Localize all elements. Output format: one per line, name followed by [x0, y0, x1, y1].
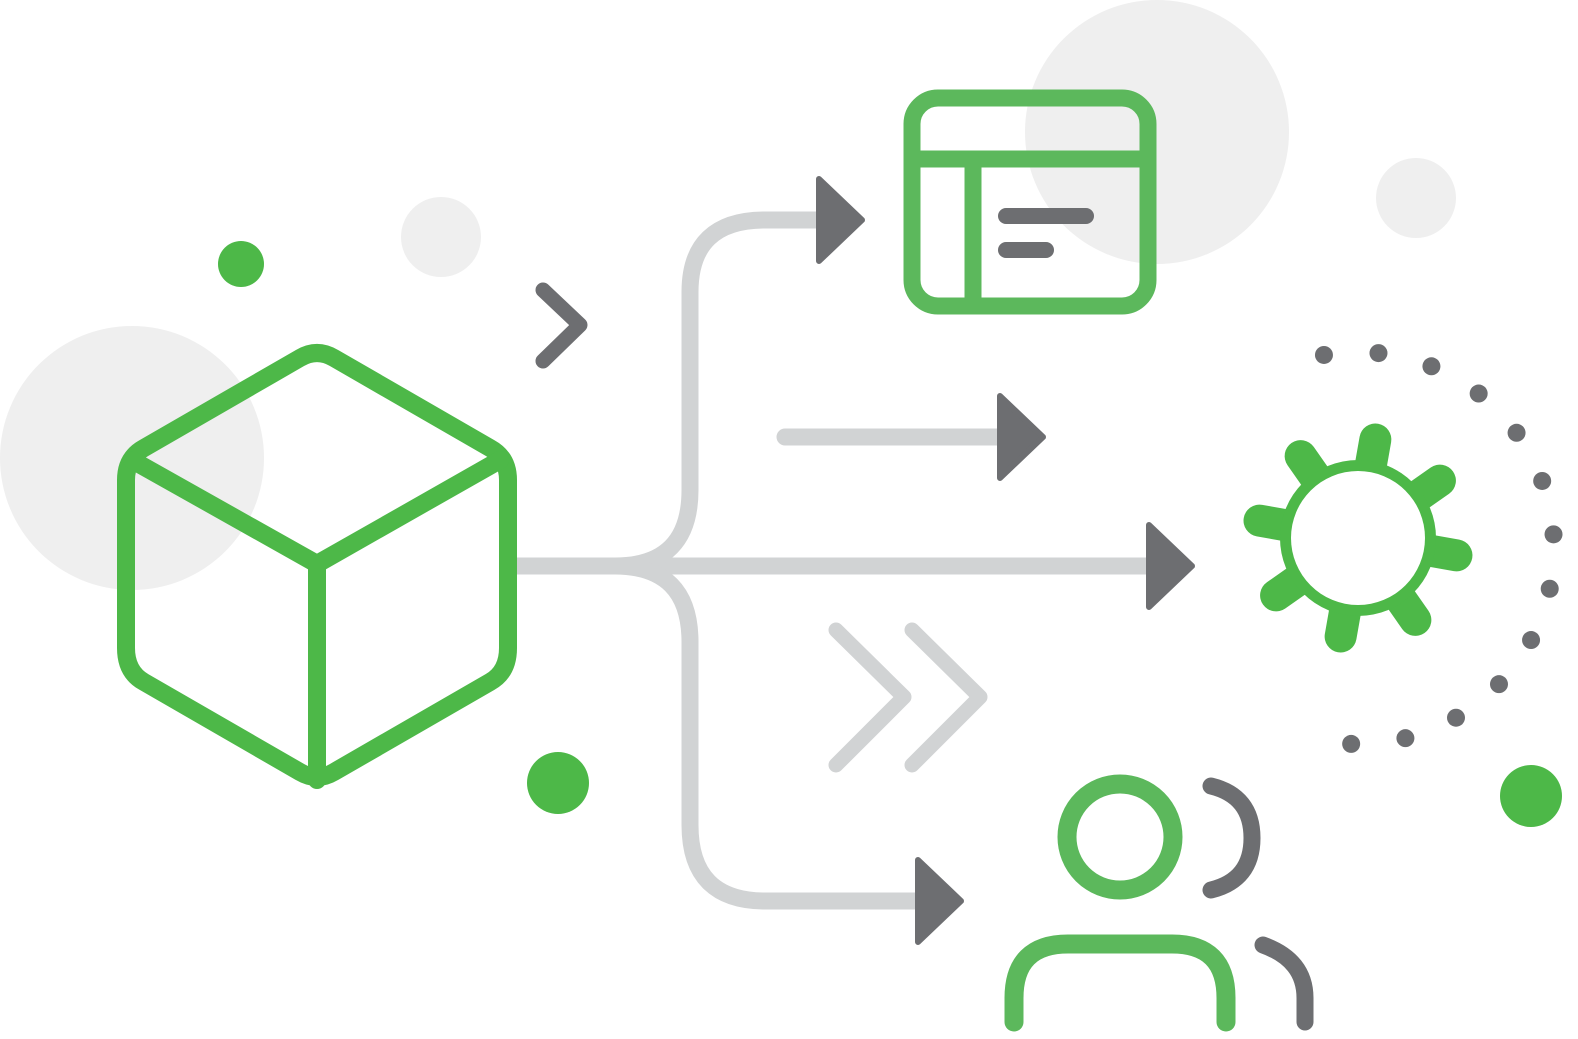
orbit-dot [1544, 525, 1563, 544]
user-shadow-head [1202, 777, 1261, 899]
gear-hole [1291, 471, 1425, 605]
cube-icon [117, 344, 517, 789]
background-decor [0, 0, 1562, 827]
gear-orbit-dots [1314, 344, 1563, 753]
orbit-dot [1447, 708, 1465, 727]
backdrop-circle-small-right [1376, 158, 1456, 238]
arrowheads [816, 176, 1195, 945]
browser-window-icon [903, 89, 1157, 315]
cube-outline [117, 344, 517, 786]
green-dot-bottom-right [1500, 765, 1562, 827]
orbit-dot [1540, 579, 1559, 598]
arrowhead-top [816, 176, 865, 264]
orbit-dot [1369, 344, 1388, 363]
orbit-dot [1469, 384, 1488, 403]
browser-frame [903, 89, 1157, 315]
gear-icon [1243, 423, 1473, 653]
orbit-dot [1396, 729, 1415, 748]
orbit-dot [1522, 631, 1541, 650]
user-shoulders [1004, 934, 1236, 1032]
user-head [1057, 774, 1183, 900]
connector-branch-bottom [606, 557, 934, 910]
connectors [501, 211, 1169, 910]
green-dot-bottom-center [527, 752, 589, 814]
orbit-dot [1507, 423, 1526, 442]
orbit-dot [1422, 357, 1441, 376]
orbit-dot [1342, 734, 1361, 753]
user-icon [1004, 774, 1314, 1032]
backdrop-circle-large-top-right [1025, 0, 1289, 264]
user-shadow-shoulders [1254, 936, 1314, 1031]
double-chevron-right-icon [828, 622, 988, 773]
orbit-dot [1533, 471, 1552, 490]
connector-branch-top [606, 211, 834, 575]
backdrop-circle-small-top [401, 197, 481, 277]
arrowhead-main [1146, 522, 1195, 610]
chevron-left-stroke [828, 622, 912, 773]
arrowhead-bottom [915, 857, 964, 945]
orbit-dot [1489, 675, 1508, 694]
chevron-right-icon [535, 282, 588, 369]
green-dot-top-left [218, 241, 264, 287]
arrowhead-middle-short [997, 393, 1046, 481]
chevron-right-stroke [904, 622, 988, 773]
orbit-dot [1314, 345, 1333, 364]
